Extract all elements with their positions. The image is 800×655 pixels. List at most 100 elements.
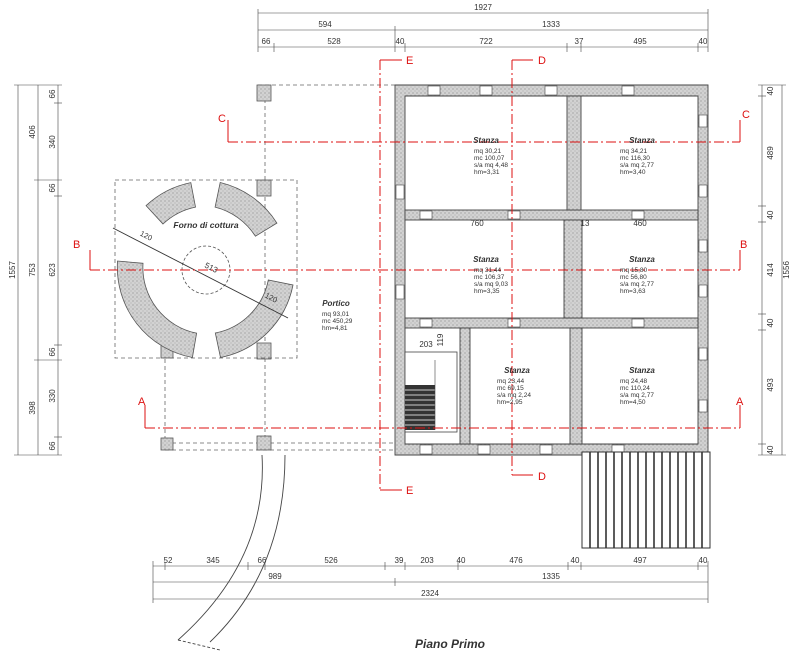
section-e-top: E (406, 55, 413, 67)
dim-bottom-52: 52 (164, 556, 173, 565)
room-area: mq 30,21 (474, 148, 501, 155)
dim-top-594: 594 (318, 20, 332, 29)
left-dimensions (14, 84, 62, 456)
dim-inner-460: 460 (633, 219, 647, 228)
room-height: hm=3,63 (620, 288, 646, 295)
dim-bottom-476: 476 (509, 556, 523, 565)
top-dimensions (257, 9, 709, 52)
room-area: mq 15,80 (620, 267, 647, 274)
portico-label: Portico mq 93,01 mc 450,29 hm=4,81 (322, 299, 353, 332)
dim-bottom-989: 989 (268, 572, 282, 581)
section-c-left: C (218, 113, 226, 125)
dim-left-overall: 1557 (8, 261, 17, 279)
room-volume: mc 56,80 (620, 274, 647, 281)
room-surface-ratio: s/a mq 4,48 (474, 162, 508, 169)
room-label-1: Stanza mq 30,21 mc 100,07 s/a mq 4,48 hm… (473, 136, 508, 176)
dim-bottom-497: 497 (633, 556, 647, 565)
dim-bottom-40c: 40 (699, 556, 708, 565)
room-name: Stanza (629, 255, 655, 264)
dim-right-414: 414 (766, 263, 775, 277)
dim-right-40a: 40 (766, 86, 775, 95)
dim-top-40a: 40 (396, 37, 405, 46)
room-height: hm=3,35 (474, 288, 500, 295)
room-area: mq 31,44 (474, 267, 501, 274)
section-b-right: B (740, 239, 747, 251)
dim-left-340: 340 (48, 135, 57, 149)
dim-right-overall: 1556 (782, 261, 791, 279)
dim-top-40b: 40 (699, 37, 708, 46)
dim-inner-203: 203 (419, 340, 433, 349)
dim-left-398: 398 (28, 401, 37, 415)
dim-top-495: 495 (633, 37, 647, 46)
room-area: mq 24,48 (620, 378, 647, 385)
dim-bottom-40a: 40 (457, 556, 466, 565)
oven-title: Forno di cottura (173, 220, 238, 230)
dim-top-overall: 1927 (474, 3, 492, 12)
openings (395, 85, 708, 455)
dim-left-66c: 66 (48, 347, 57, 356)
room-volume: mc 69,15 (497, 385, 524, 392)
oven-diameter: 513 (203, 261, 219, 275)
dim-bottom-66: 66 (258, 556, 267, 565)
room-volume: mc 450,29 (322, 318, 353, 325)
dim-top-66: 66 (262, 37, 271, 46)
room-name: Portico (322, 299, 350, 308)
room-surface-ratio: s/a mq 9,03 (474, 281, 508, 288)
dim-bottom-overall: 2324 (421, 589, 439, 598)
external-deck (581, 451, 711, 549)
dim-top-722: 722 (479, 37, 493, 46)
dim-inner-760: 760 (470, 219, 484, 228)
room-label-6: Stanza mq 24,48 mc 110,24 s/a mq 2,77 hm… (620, 366, 655, 406)
room-volume: mc 116,30 (620, 155, 650, 162)
room-height: hm=4,81 (322, 325, 348, 332)
room-area: mq 23,44 (497, 378, 524, 385)
room-surface-ratio: s/a mq 2,24 (497, 392, 531, 399)
room-name: Stanza (504, 366, 530, 375)
dim-bottom-39: 39 (395, 556, 404, 565)
section-e-bottom: E (406, 485, 413, 497)
dim-right-493: 493 (766, 378, 775, 392)
staircase (404, 351, 458, 433)
room-height: hm=2,95 (497, 399, 523, 406)
right-dimensions (758, 84, 786, 456)
room-volume: mc 106,37 (474, 274, 505, 281)
room-volume: mc 110,24 (620, 385, 650, 392)
dim-top-37: 37 (575, 37, 584, 46)
dim-left-753: 753 (28, 263, 37, 277)
portico-outline (164, 84, 395, 451)
room-height: hm=3,40 (620, 169, 646, 176)
dim-left-330: 330 (48, 389, 57, 403)
room-label-5: Stanza mq 23,44 mc 69,15 s/a mq 2,24 hm=… (497, 366, 531, 406)
dim-top-1333: 1333 (542, 20, 560, 29)
room-surface-ratio: s/a mq 2,77 (620, 162, 654, 169)
curved-path (177, 454, 286, 651)
dim-right-489: 489 (766, 146, 775, 160)
section-markers (89, 59, 741, 491)
dim-inner-13: 13 (581, 219, 590, 228)
dim-left-406: 406 (28, 125, 37, 139)
dim-bottom-40b: 40 (571, 556, 580, 565)
section-c-right: C (742, 109, 750, 121)
room-label-3: Stanza mq 31,44 mc 106,37 s/a mq 9,03 hm… (473, 255, 508, 295)
section-d-bottom: D (538, 471, 546, 483)
dim-right-40c: 40 (766, 318, 775, 327)
room-area: mq 93,01 (322, 311, 349, 318)
room-surface-ratio: s/a mq 2,77 (620, 281, 654, 288)
room-name: Stanza (629, 366, 655, 375)
room-name: Stanza (473, 255, 499, 264)
room-label-4: Stanza mq 15,80 mc 56,80 s/a mq 2,77 hm=… (620, 255, 655, 295)
dim-left-623: 623 (48, 263, 57, 277)
room-name: Stanza (629, 136, 655, 145)
room-surface-ratio: s/a mq 2,77 (620, 392, 654, 399)
dim-bottom-345: 345 (206, 556, 220, 565)
section-lines (90, 60, 740, 490)
dim-right-40b: 40 (766, 210, 775, 219)
dim-inner-119: 119 (436, 333, 445, 346)
room-volume: mc 100,07 (474, 155, 505, 162)
room-area: mq 34,21 (620, 148, 647, 155)
oven-area: Forno di cottura 513 120 120 (112, 179, 298, 359)
dim-bottom-526: 526 (324, 556, 338, 565)
section-a-left: A (138, 396, 146, 408)
section-a-right: A (736, 396, 744, 408)
